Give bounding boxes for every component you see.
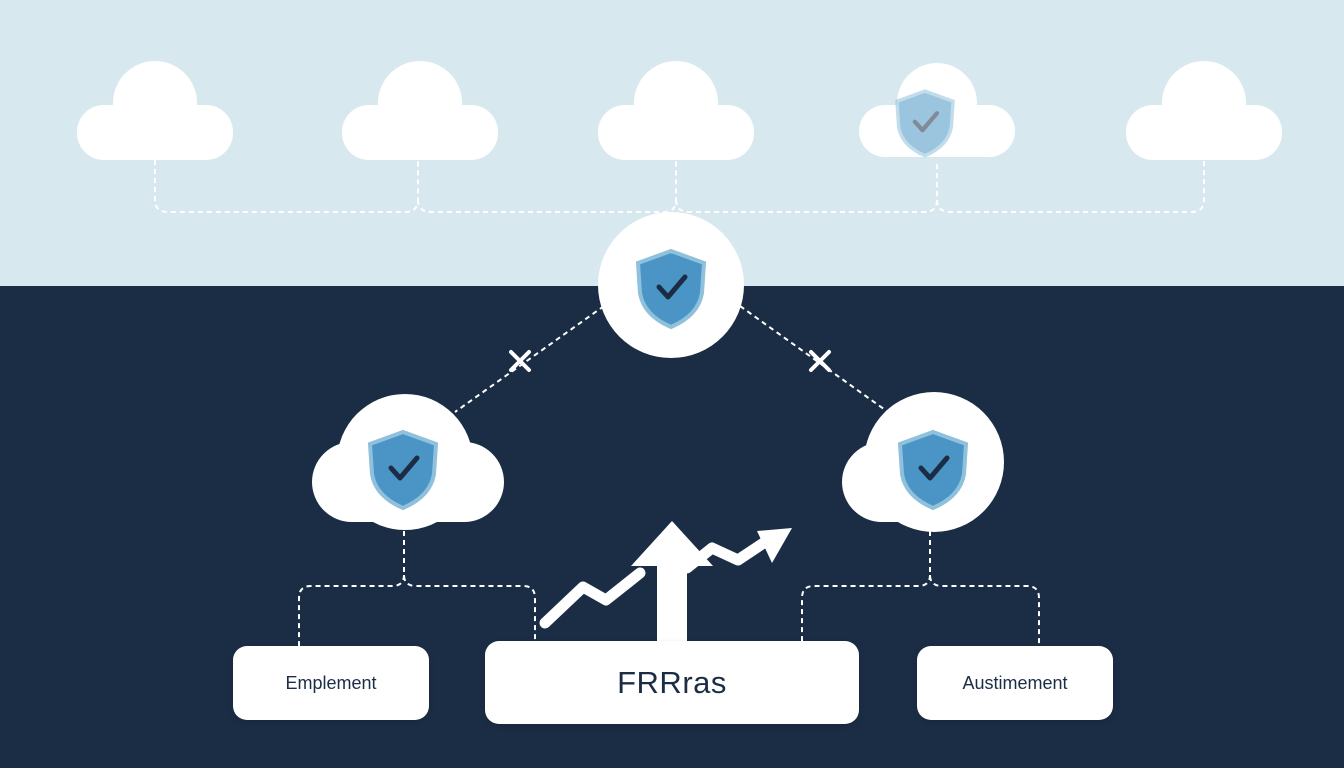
cloud-icon xyxy=(1126,61,1282,160)
label-box-right: Austimement xyxy=(917,646,1113,720)
hub-node xyxy=(598,212,744,358)
trend-arrow-icon xyxy=(539,521,792,646)
label-left-text: Emplement xyxy=(285,672,377,693)
cross-marker-icon xyxy=(509,350,531,372)
cloud-icon xyxy=(598,61,754,160)
lower-connectors xyxy=(298,522,1040,646)
top-clouds xyxy=(77,61,1282,160)
top-connectors xyxy=(154,160,1205,213)
cloud-icon xyxy=(342,61,498,160)
label-box-left: Emplement xyxy=(233,646,429,720)
hub-connectors xyxy=(454,305,889,413)
left-secure-cloud xyxy=(312,394,504,530)
label-right-text: Austimement xyxy=(962,672,1068,693)
label-box-center: FRRras xyxy=(485,641,859,724)
cloud-icon xyxy=(77,61,233,160)
cross-marker-icon xyxy=(809,350,831,372)
label-center-text: FRRras xyxy=(617,664,727,700)
right-secure-cloud xyxy=(842,392,1004,532)
